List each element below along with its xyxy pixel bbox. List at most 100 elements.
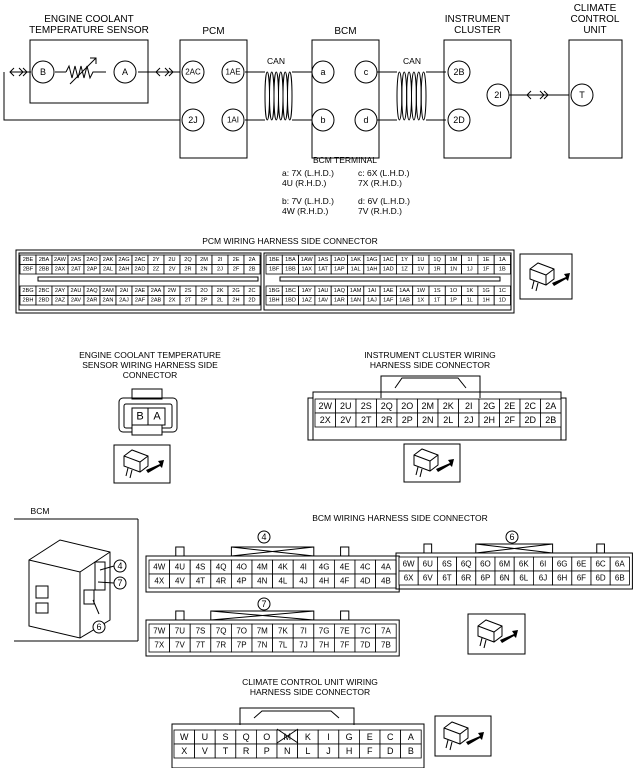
pin-label: 4U — [175, 563, 185, 572]
connector-pin: 1BA — [281, 254, 299, 265]
pin-label: 2P — [402, 415, 413, 425]
connector-pin: O — [255, 729, 278, 745]
connector-pin: 2B — [540, 412, 562, 428]
pin-label: 7U — [175, 627, 185, 636]
pin-label: 4B — [381, 577, 391, 586]
pin-label: 2AK — [103, 257, 114, 263]
connector-pin: 1F — [477, 264, 495, 275]
bcm-box — [311, 39, 380, 159]
pin-label: 2Q — [184, 257, 192, 263]
connector-pin: 2J — [458, 412, 480, 428]
pin-label: 2N — [422, 415, 434, 425]
pin-label: 2BH — [23, 297, 34, 303]
connector-pin: 2AM — [99, 285, 117, 296]
ect-conn-pin-b: B — [136, 411, 143, 423]
ect-pin-b-text: B — [40, 67, 46, 77]
pin-label: 2BD — [39, 297, 50, 303]
pin-label: 1BE — [269, 257, 280, 263]
pin-label: 6W — [403, 560, 415, 569]
connector-pin: 1BE — [265, 254, 283, 265]
pin-label: 7N — [257, 641, 267, 650]
connector-pin: 2W — [163, 285, 181, 296]
connector-pin: M — [276, 729, 299, 745]
pin-label: 2O — [401, 401, 413, 411]
callout-7-text: 7 — [261, 599, 266, 609]
bcm-callout-4-text: 4 — [117, 561, 122, 571]
pin-label: 2AQ — [86, 288, 98, 294]
bcm-terminal-a: a: 7X (L.H.D.) 4U (R.H.D.) — [282, 168, 334, 188]
connector-pin: 7U — [169, 623, 191, 639]
pin-label: G — [346, 732, 353, 742]
connector-pin: 6H — [552, 570, 573, 586]
connector-pin: 6I — [533, 556, 554, 572]
ccu-connector-title: CLIMATE CONTROL UNIT WIRING HARNESS SIDE… — [242, 677, 378, 697]
ccu-pin-t-text: T — [579, 90, 585, 100]
connector-pin: 2D — [519, 412, 541, 428]
connector-pin: 2AA — [147, 285, 165, 296]
connector-pin: 7T — [189, 637, 212, 653]
connector-pin: 1Z — [395, 264, 414, 275]
pin-label: 6I — [540, 560, 547, 569]
pin-label: 2P — [201, 297, 208, 303]
connector-pin: 4H — [313, 573, 335, 589]
connector-pin: 6P — [475, 570, 496, 586]
connector-pin: 1AL — [347, 264, 365, 275]
can-bus-bcm-ic — [377, 71, 446, 121]
pin-label: 7Q — [216, 627, 227, 636]
pin-label: 4V — [175, 577, 185, 586]
connector-pin: S — [214, 729, 237, 745]
connector-pin: 2AR — [83, 295, 101, 306]
pin-label: 1R — [434, 266, 441, 272]
pin-label: 4F — [340, 577, 349, 586]
connector-pin: 1AF — [379, 295, 397, 306]
pin-label: 2F — [504, 415, 515, 425]
connector-pin: 6O — [475, 556, 496, 572]
connector-pin: Q — [235, 729, 257, 745]
pin-label: 7B — [381, 641, 391, 650]
can-bus-pcm-bcm — [245, 71, 312, 121]
bcm-callout-7: 7 — [113, 576, 127, 590]
pin-label: J — [326, 746, 331, 756]
pin-label: 7J — [299, 641, 307, 650]
pin-label: 2Z — [153, 266, 160, 272]
bcm-pin-b-text: b — [320, 115, 325, 125]
connector-pin: 1N — [444, 264, 462, 275]
pin-label: 1AB — [399, 297, 410, 303]
pin-label: 1T — [434, 297, 441, 303]
connector-pin: 2A — [540, 398, 562, 414]
connector-pin: 2AB — [147, 295, 165, 306]
pin-label: 6H — [557, 574, 567, 583]
pin-label: 1I — [467, 257, 472, 263]
connector-pin: 1T — [428, 295, 446, 306]
pin-label: 7H — [319, 641, 329, 650]
connector-pin: 2K — [437, 398, 459, 414]
connector-pin: P — [255, 743, 278, 759]
pin-label: 1AK — [350, 257, 361, 263]
pin-label: 2K — [217, 288, 224, 294]
ic-pin-2d: 2D — [447, 108, 471, 132]
pin-label: 4Q — [216, 563, 227, 572]
connector-pin: K — [297, 729, 319, 745]
connector-pin: 1G — [477, 285, 495, 296]
connector-pin: 2E — [499, 398, 521, 414]
ect-connector-shape — [118, 388, 178, 436]
connector-pin: 2Z — [147, 264, 165, 275]
connector-pin: 1M — [444, 254, 462, 265]
connector-pin: 4S — [189, 559, 212, 575]
pin-label: 4M — [257, 563, 268, 572]
pin-label: 2AF — [135, 297, 146, 303]
bcm-callout-6-text: 6 — [96, 622, 101, 632]
pin-label: 1M — [450, 257, 458, 263]
connector-pin: 7L — [272, 637, 294, 653]
connector-pin: 1AY — [298, 285, 316, 296]
connector-pin: W — [173, 729, 196, 745]
connector-pin: 2T — [179, 295, 197, 306]
connector-pin: 2Q — [376, 398, 398, 414]
pin-label: 1AA — [399, 288, 410, 294]
pin-label: 2AA — [151, 288, 162, 294]
pin-label: 4O — [236, 563, 247, 572]
ect-conn-pin-a: A — [153, 411, 161, 423]
